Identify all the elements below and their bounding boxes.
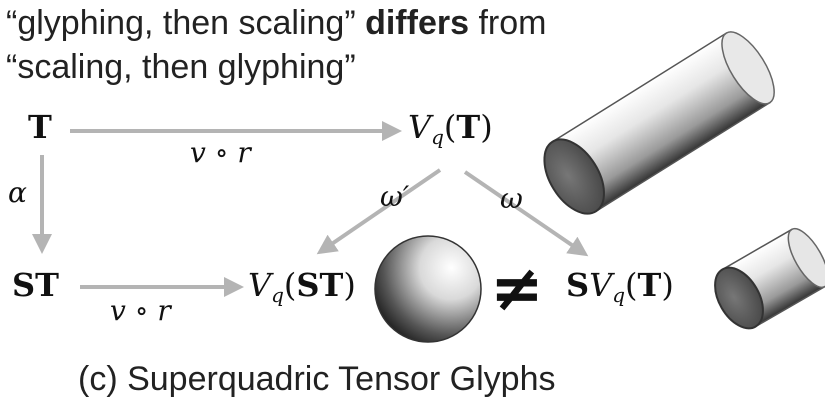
- label-left-arrow: α: [8, 176, 27, 209]
- node-vq-t-arg: T: [456, 108, 481, 146]
- heading-text-bold: differs: [365, 4, 470, 42]
- node-vq-st-v: V: [248, 266, 272, 304]
- figure-caption: (c) Superquadric Tensor Glyphs: [78, 360, 556, 398]
- label-diag-right: ω: [500, 182, 523, 215]
- arrow-diag-left: [316, 168, 442, 255]
- node-svq-t-arg: T: [637, 266, 662, 304]
- node-vq-t-q: q: [431, 125, 444, 149]
- node-vq-st-arg: ST: [296, 266, 344, 304]
- node-svq-t-v: V: [589, 266, 613, 304]
- node-st-text: ST: [12, 266, 59, 304]
- node-svq-t: SVq(T): [566, 266, 674, 307]
- node-t-text: T: [28, 108, 52, 146]
- heading-text-pre: “glyphing, then scaling”: [6, 4, 366, 42]
- node-vq-t-v: V: [408, 108, 432, 146]
- node-vq-st: Vq(ST): [248, 266, 356, 307]
- not-equal-symbol: ≠: [490, 252, 544, 326]
- heading-text-post: from: [469, 4, 547, 42]
- arrow-diag-right: [463, 170, 589, 257]
- label-top-arrow: v ∘ r: [190, 136, 251, 169]
- sphere-glyph: [374, 235, 482, 343]
- cylinder-glyph-small: [714, 227, 825, 330]
- cylinder-glyph-large: [543, 31, 775, 215]
- label-diag-left: ω′: [380, 180, 410, 213]
- heading-line-1: “glyphing, then scaling” differs from: [6, 4, 546, 42]
- node-st: ST: [12, 266, 59, 304]
- node-vq-t: Vq(T): [408, 108, 493, 149]
- label-bottom-arrow: v ∘ r: [110, 294, 171, 327]
- node-t: T: [28, 108, 52, 146]
- node-svq-t-s: S: [566, 266, 590, 304]
- node-vq-st-q: q: [271, 283, 284, 307]
- node-svq-t-q: q: [612, 283, 626, 307]
- heading-line-2: “scaling, then glyphing”: [6, 48, 356, 86]
